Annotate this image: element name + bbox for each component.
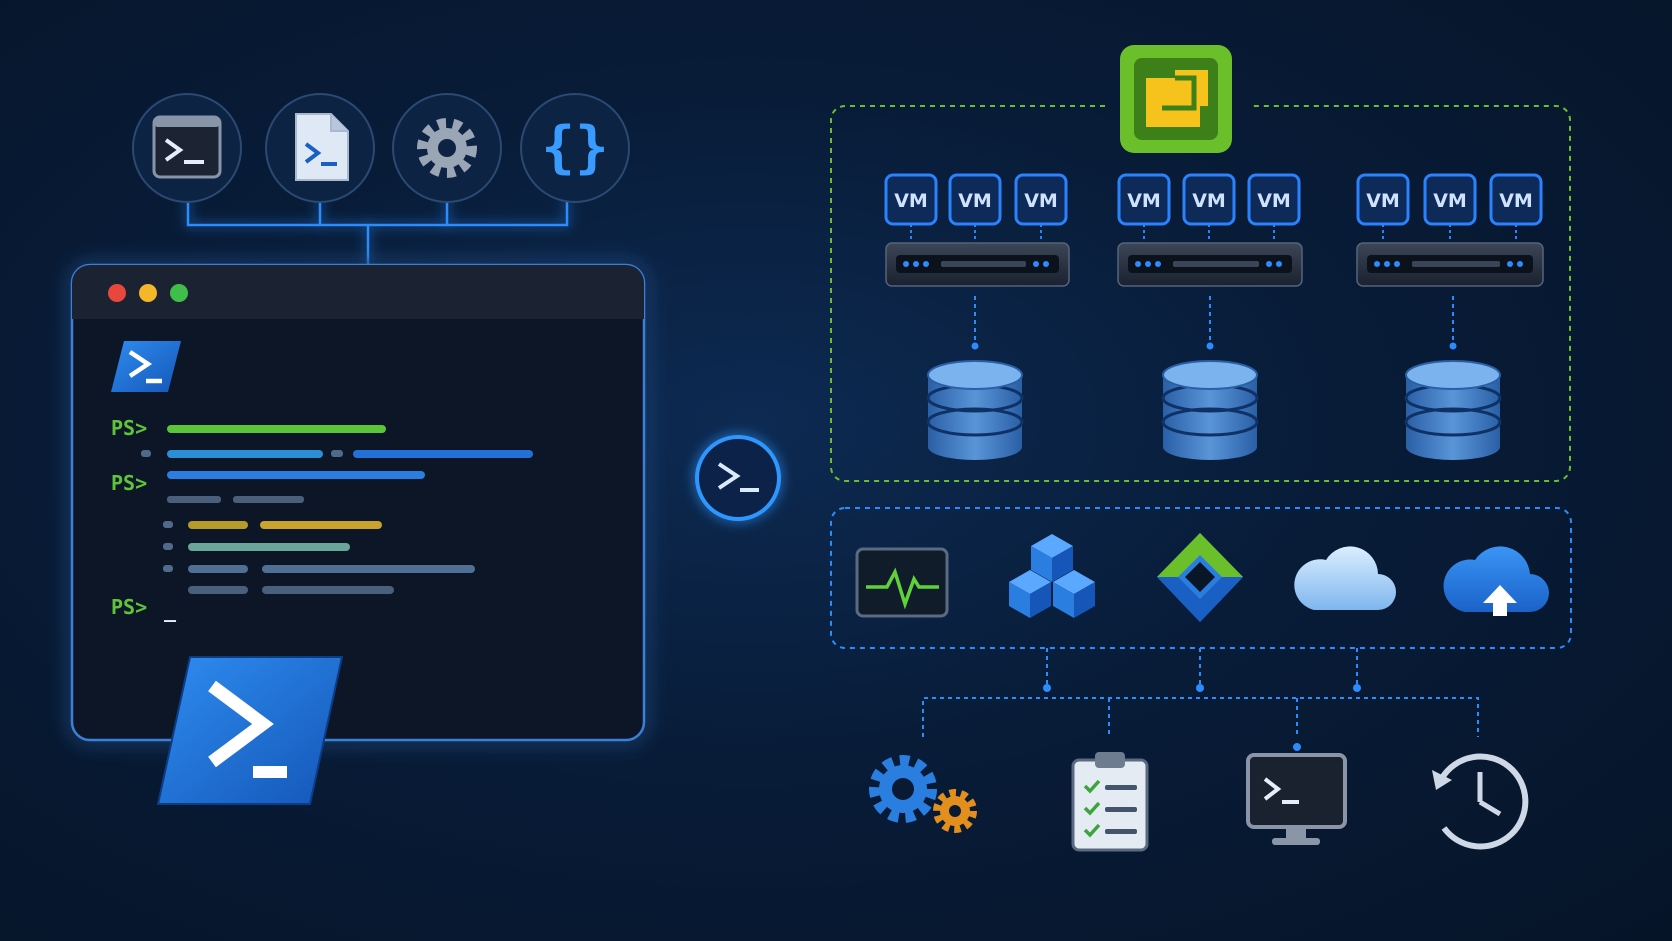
powershell-logo-small	[111, 341, 181, 392]
history-clock-icon[interactable]	[1432, 753, 1529, 850]
host-3: VM VM VM	[1356, 173, 1544, 460]
vm-box[interactable]: VM	[1247, 173, 1301, 226]
powershell-hub-icon[interactable]	[695, 435, 781, 521]
vm-label: VM	[1192, 190, 1226, 212]
vsphere-logo	[1120, 45, 1232, 153]
diamond-network-icon[interactable]	[1157, 533, 1243, 622]
vm-label: VM	[1024, 190, 1058, 212]
ps-prompt-3: PS>	[111, 595, 147, 619]
bottom-connectors	[922, 648, 1479, 751]
vm-box[interactable]: VM	[1117, 173, 1171, 226]
vm-label: VM	[894, 190, 928, 212]
host-2: VM VM VM	[1117, 173, 1303, 460]
cursor: _	[164, 598, 177, 622]
vm-box[interactable]: VM	[884, 173, 938, 226]
vm-box[interactable]: VM	[948, 173, 1002, 226]
powershell-logo-large	[156, 656, 344, 805]
vm-box[interactable]: VM	[1423, 173, 1477, 226]
vm-box[interactable]: VM	[1489, 173, 1543, 226]
code-lines	[141, 425, 533, 594]
maximize-dot[interactable]	[170, 284, 188, 302]
vm-box[interactable]: VM	[1014, 173, 1068, 226]
ps-prompt-2: PS>	[111, 471, 147, 495]
close-dot[interactable]	[108, 284, 126, 302]
tool-icons-row: {}	[132, 93, 630, 268]
cluster-boundary	[830, 105, 1571, 482]
esxi-server[interactable]	[885, 242, 1070, 287]
braces-icon[interactable]: {}	[520, 93, 630, 203]
terminal-icon[interactable]	[132, 93, 242, 203]
checklist-icon[interactable]	[1071, 752, 1149, 852]
esxi-server[interactable]	[1117, 242, 1303, 287]
terminal-monitor-icon[interactable]	[1246, 753, 1347, 845]
monitor-pulse-icon[interactable]	[855, 547, 949, 618]
tool-connector	[186, 195, 569, 268]
minimize-dot[interactable]	[139, 284, 157, 302]
esxi-server[interactable]	[1356, 242, 1544, 287]
vm-label: VM	[1366, 190, 1400, 212]
host-1: VM VM VM	[884, 173, 1070, 460]
cloud-icon[interactable]	[1294, 546, 1396, 610]
center-connector	[645, 435, 835, 521]
vsphere-cluster: VM VM VM	[830, 45, 1571, 482]
vm-label: VM	[1433, 190, 1467, 212]
cloud-upload-icon[interactable]	[1443, 546, 1549, 616]
gears-icon[interactable]	[869, 755, 977, 833]
services-panel	[830, 507, 1572, 649]
svg-text:{}: {}	[541, 115, 608, 180]
datastore-icon[interactable]	[1161, 360, 1259, 460]
terminal-window[interactable]: PS> PS> PS> _	[70, 263, 646, 805]
datastore-icon[interactable]	[1404, 360, 1502, 460]
gear-icon[interactable]	[392, 93, 502, 203]
datastore-icon[interactable]	[926, 360, 1024, 460]
vm-box[interactable]: VM	[1182, 173, 1236, 226]
ps-prompt-1: PS>	[111, 416, 147, 440]
vm-label: VM	[958, 190, 992, 212]
vm-box[interactable]: VM	[1356, 173, 1410, 226]
cubes-icon[interactable]	[1009, 534, 1095, 618]
vm-label: VM	[1257, 190, 1291, 212]
vm-label: VM	[1499, 190, 1533, 212]
script-file-icon[interactable]	[265, 93, 375, 203]
vm-label: VM	[1127, 190, 1161, 212]
